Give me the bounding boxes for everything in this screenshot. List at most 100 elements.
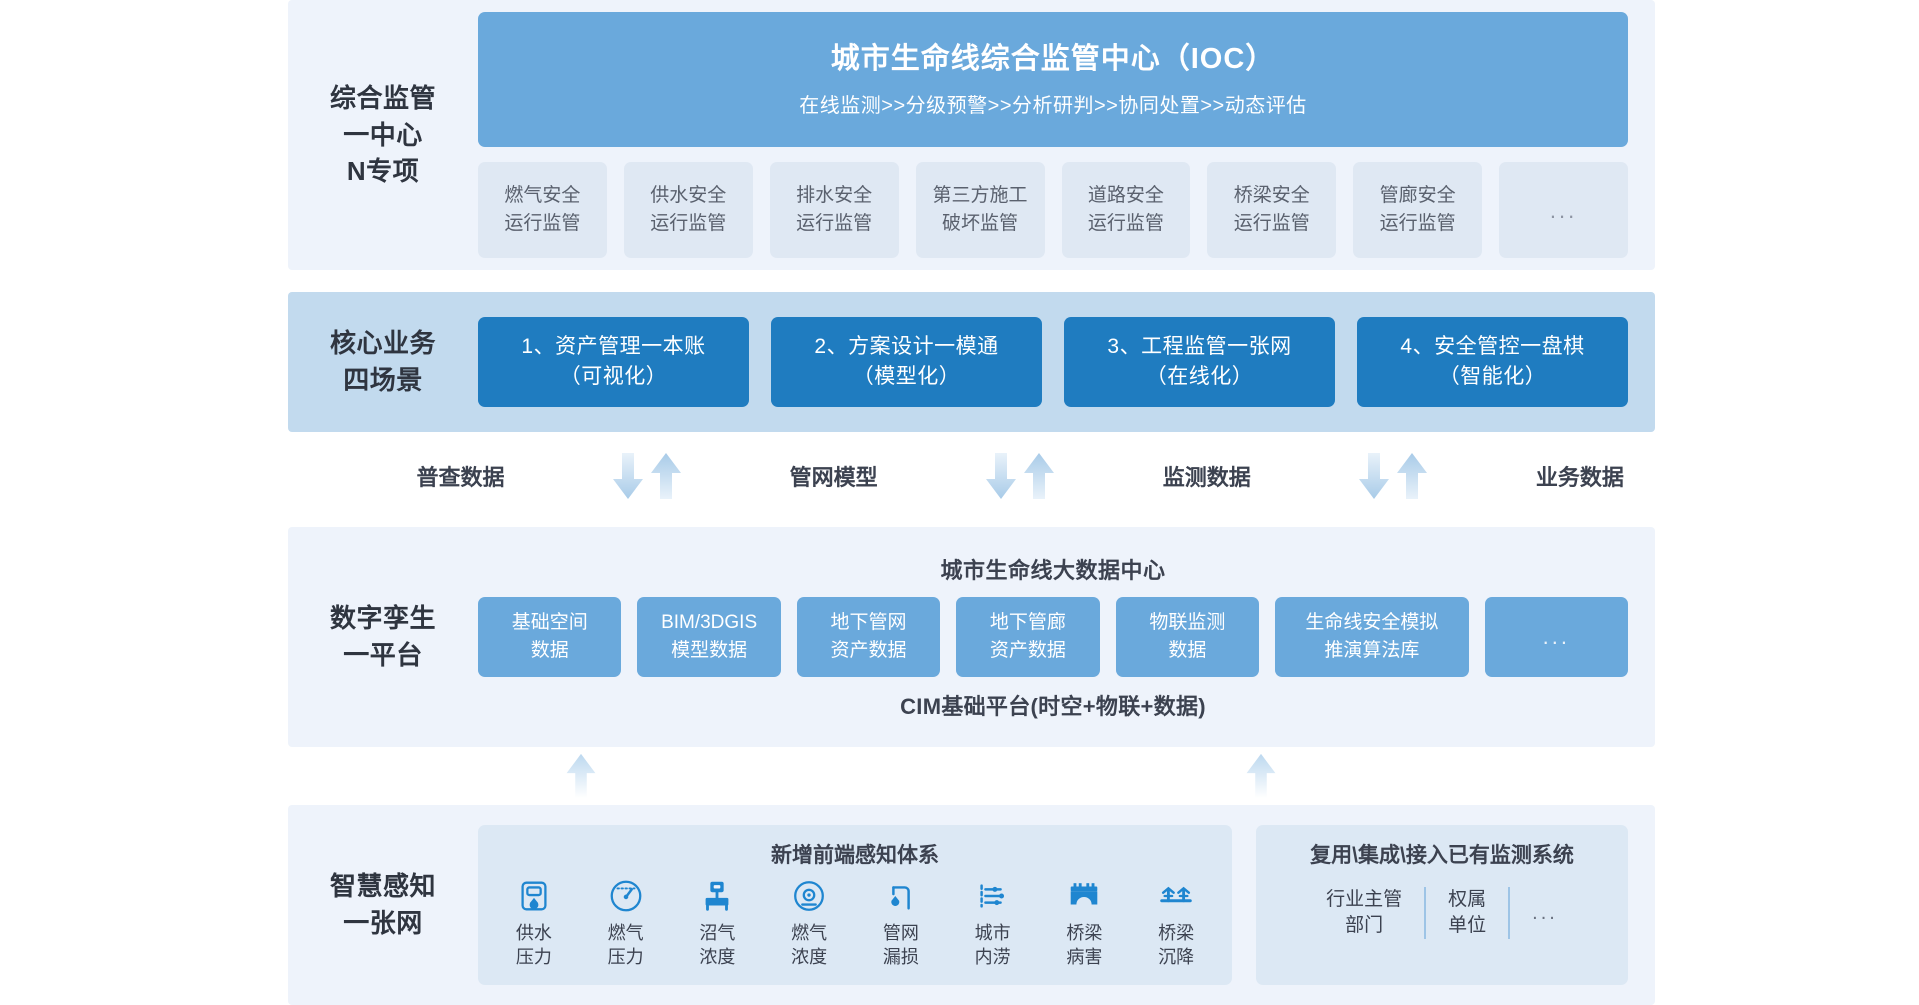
- label-line: 数字孪生: [329, 603, 436, 634]
- flow-arrow-pair: [960, 451, 1080, 501]
- flow-label: 监测数据: [1162, 465, 1251, 490]
- ioc-banner[interactable]: 城市生命线综合监管中心（IOC） 在线监测>>分级预警>>分析研判>>协同处置>…: [478, 12, 1628, 147]
- label-line: 四场景: [343, 365, 423, 395]
- sensor-item[interactable]: 桥梁沉降: [1139, 877, 1213, 970]
- reuse-item[interactable]: 行业主管部门: [1326, 888, 1403, 937]
- arrow-down-icon: [1359, 453, 1390, 499]
- twin-card-label: 地下管廊资产数据: [989, 612, 1066, 661]
- reuse-item[interactable]: 权属单位: [1448, 888, 1487, 937]
- label-line: 综合监管: [329, 82, 436, 113]
- sensor-label: 沼气浓度: [699, 922, 736, 967]
- arrow-up-icon: [1024, 453, 1055, 499]
- arrow-down-icon: [613, 453, 644, 499]
- flow-arrow-pair: [1333, 451, 1453, 501]
- upward-flow-arrows: [288, 752, 1655, 802]
- urban-waterlog-icon: [974, 877, 1012, 915]
- sensor-label: 桥梁沉降: [1158, 922, 1195, 967]
- sensor-item[interactable]: 燃气压力: [589, 877, 663, 970]
- sensor-item[interactable]: 燃气浓度: [772, 877, 846, 970]
- big-data-center-heading: 城市生命线大数据中心: [940, 558, 1166, 583]
- ioc-specialty-card[interactable]: 燃气安全运行监管: [478, 162, 607, 258]
- sensor-item[interactable]: 沼气浓度: [680, 877, 754, 970]
- card-label: 供水安全运行监管: [650, 184, 727, 235]
- card-label: 管廊安全运行监管: [1379, 184, 1456, 235]
- upward-arrow: [563, 752, 599, 800]
- sensor-label: 燃气压力: [607, 922, 644, 967]
- card-label: 燃气安全运行监管: [504, 184, 581, 235]
- bridge-settlement-icon: [1157, 877, 1195, 915]
- label-line: N专项: [346, 156, 420, 187]
- twin-card-label: 物联监测数据: [1149, 612, 1226, 661]
- sensor-item[interactable]: 管网漏损: [864, 877, 938, 970]
- data-flow-row: 普查数据管网模型监测数据业务数据: [288, 440, 1655, 512]
- card-label: 排水安全运行监管: [796, 184, 873, 235]
- ioc-specialty-card-row: 燃气安全运行监管 供水安全运行监管 排水安全运行监管第三方施工破坏监管道路安全运行监…: [478, 162, 1628, 258]
- ioc-specialty-card[interactable]: 第三方施工破坏监管: [915, 162, 1045, 258]
- water-pressure-icon: [515, 877, 553, 915]
- scene-card[interactable]: 1、资产管理一本账（可视化）: [478, 317, 749, 407]
- label-line: 核心业务: [329, 328, 436, 359]
- flow-label: 普查数据: [416, 465, 505, 490]
- arrow-up-icon: [651, 453, 682, 499]
- arrow-down-icon: [986, 453, 1017, 499]
- section-smart-sensing-network: 智慧感知 一张网 新增前端感知体系 供水压力燃气压力沼气浓度燃气浓度管网漏损城市…: [288, 805, 1655, 1005]
- twin-data-card[interactable]: 物联监测数据: [1115, 597, 1260, 677]
- sensing-content: 新增前端感知体系 供水压力燃气压力 沼气浓度燃气浓度管网漏损城市内涝桥梁病害 桥梁沉…: [478, 824, 1655, 986]
- sensor-label: 管网漏损: [882, 922, 919, 967]
- upward-arrow: [1243, 752, 1279, 800]
- reuse-divider: [1508, 887, 1511, 940]
- twin-data-card[interactable]: 地下管廊资产数据: [956, 597, 1100, 677]
- twin-card-label: 生命线安全模拟推演算法库: [1305, 612, 1439, 661]
- twin-data-card[interactable]: 地下管网资产数据: [796, 597, 941, 677]
- twin-card-label: 地下管网资产数据: [830, 612, 907, 661]
- twin-card-more[interactable]: ...: [1484, 597, 1629, 677]
- twin-card-label: 基础空间数据: [511, 612, 588, 661]
- sensor-label: 桥梁病害: [1066, 922, 1103, 967]
- arrow-up-icon: [1246, 753, 1276, 799]
- sensor-item[interactable]: 桥梁病害: [1047, 877, 1121, 970]
- ioc-specialty-card[interactable]: 道路安全运行监管: [1061, 162, 1191, 258]
- scene-card-row: 1、资产管理一本账（可视化）2、方案设计一模通（模型化） 3、工程监管一张网（在线…: [478, 317, 1655, 407]
- scene-card[interactable]: 3、工程监管一张网（在线化）: [1064, 317, 1335, 407]
- flow-label: 管网模型: [789, 465, 878, 490]
- ioc-subtitle: 在线监测>>分级预警>>分析研判>>协同处置>>动态评估: [799, 94, 1307, 117]
- scene-card[interactable]: 2、方案设计一模通（模型化）: [771, 317, 1042, 407]
- scene-card[interactable]: 4、安全管控一盘棋（智能化）: [1357, 317, 1628, 407]
- ioc-card-more[interactable]: ...: [1499, 162, 1628, 258]
- biogas-concentration-icon: [698, 877, 736, 915]
- new-sensing-title: 新增前端感知体系: [771, 843, 939, 867]
- ioc-title: 城市生命线综合监管中心（IOC）: [830, 43, 1276, 76]
- sensor-item[interactable]: 供水压力: [497, 877, 571, 970]
- card-label: ...: [1549, 197, 1578, 223]
- scene-card-label: 3、工程监管一张网（在线化）: [1107, 334, 1292, 388]
- twin-data-card[interactable]: 生命线安全模拟推演算法库: [1275, 597, 1469, 677]
- ioc-specialty-card[interactable]: 供水安全运行监管: [623, 162, 753, 258]
- ioc-specialty-card[interactable]: 桥梁安全运行监管: [1207, 162, 1337, 258]
- section-label-core-business: 核心业务 四场景: [288, 325, 478, 399]
- label-line: 一张网: [343, 908, 423, 938]
- sensor-strip: 供水压力燃气压力 沼气浓度燃气浓度管网漏损城市内涝桥梁病害 桥梁沉降: [488, 877, 1222, 970]
- ioc-specialty-card[interactable]: 管廊安全运行监管: [1353, 162, 1483, 258]
- arrow-up-icon: [566, 753, 596, 799]
- scene-card-label: 4、安全管控一盘棋（智能化）: [1400, 334, 1585, 388]
- reuse-item-more[interactable]: ...: [1532, 902, 1558, 925]
- gas-pressure-gauge-icon: [607, 877, 645, 915]
- ioc-specialty-card[interactable]: 排水安全运行监管: [769, 162, 899, 258]
- section-core-business-scenes: 核心业务 四场景 1、资产管理一本账（可视化）2、方案设计一模通（模型化） 3、工…: [288, 292, 1655, 432]
- new-frontend-sensing-panel: 新增前端感知体系 供水压力燃气压力 沼气浓度燃气浓度管网漏损城市内涝桥梁病害 桥梁沉…: [478, 824, 1232, 986]
- section-integrated-supervision: 综合监管 一中心 N专项 城市生命线综合监管中心（IOC） 在线监测>>分级预警…: [288, 0, 1655, 270]
- arrow-up-icon: [1397, 453, 1428, 499]
- sensor-item[interactable]: 城市内涝: [956, 877, 1030, 970]
- ioc-content: 城市生命线综合监管中心（IOC） 在线监测>>分级预警>>分析研判>>协同处置>…: [478, 12, 1655, 258]
- reuse-panel-title: 复用\集成\接入已有监测系统: [1310, 843, 1574, 867]
- twin-data-card[interactable]: 基础空间数据: [478, 597, 622, 677]
- reuse-item-strip: 行业主管部门 权属单位...: [1266, 887, 1618, 940]
- flow-arrow-pair: [587, 451, 707, 501]
- label-line: 一平台: [343, 640, 423, 670]
- card-label: 道路安全运行监管: [1087, 184, 1164, 235]
